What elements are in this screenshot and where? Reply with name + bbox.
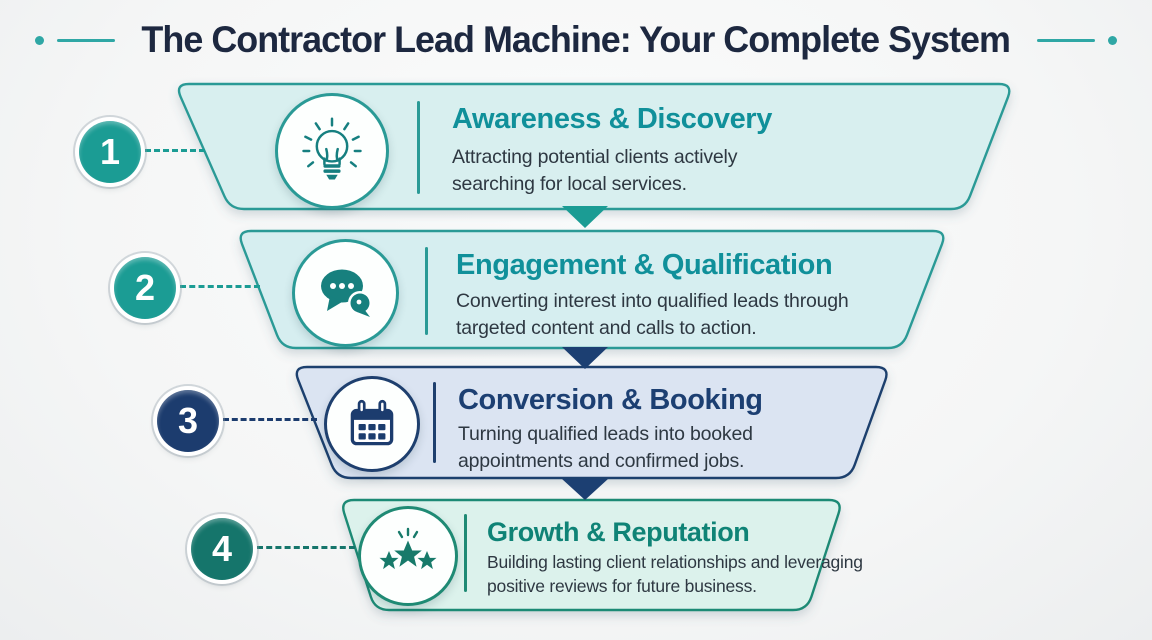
stage-4-divider bbox=[464, 514, 467, 592]
title-left-dot bbox=[35, 35, 45, 45]
stage-4-description: Building lasting client relationships an… bbox=[487, 552, 863, 596]
stage-2-description: Converting interest into qualified leads… bbox=[456, 290, 849, 339]
page-title: The Contractor Lead Machine: Your Comple… bbox=[141, 19, 1011, 60]
stage-1-icon-circle bbox=[275, 93, 389, 209]
chat-bubbles-icon bbox=[320, 269, 372, 317]
stage-3-title: Conversion & Booking bbox=[458, 384, 763, 416]
stage-3-divider bbox=[433, 382, 436, 463]
stage-2-number-badge: 2 bbox=[114, 257, 176, 319]
title-right-dot bbox=[1107, 35, 1117, 45]
stage-1-description: Attracting potential clients actively se… bbox=[452, 146, 738, 195]
stage-4-title: Growth & Reputation bbox=[487, 517, 750, 547]
stage-4-connector-line bbox=[257, 546, 355, 549]
stage-3-description: Turning qualified leads into booked appo… bbox=[458, 423, 753, 472]
stage-1-divider bbox=[417, 101, 420, 194]
stage-2-icon-circle bbox=[292, 239, 399, 347]
stage-2-title: Engagement & Qualification bbox=[456, 249, 833, 281]
funnel-arrow-2-icon bbox=[562, 347, 608, 369]
stage-3-connector-line bbox=[223, 418, 317, 421]
funnel-stage-shape-3 bbox=[295, 365, 888, 480]
funnel-arrow-1-icon bbox=[562, 206, 608, 228]
title-left-line bbox=[57, 38, 116, 42]
stage-4-number-badge: 4 bbox=[191, 518, 253, 580]
stage-3-icon-circle bbox=[324, 376, 420, 472]
funnel-stage-shape-2 bbox=[239, 229, 945, 350]
stars-icon bbox=[379, 527, 437, 570]
calendar-icon bbox=[350, 399, 394, 446]
funnel-stage-shape-1 bbox=[177, 82, 1011, 211]
stage-2-connector-line bbox=[180, 285, 260, 288]
funnel-arrow-3-icon bbox=[562, 479, 608, 500]
header: The Contractor Lead Machine: Your Comple… bbox=[0, 12, 1152, 68]
lightbulb-icon bbox=[302, 117, 362, 180]
title-right-line bbox=[1036, 38, 1095, 42]
funnel-stage-shape-4 bbox=[342, 498, 841, 612]
stage-1-connector-line bbox=[145, 149, 205, 152]
stage-3-number-badge: 3 bbox=[157, 390, 219, 452]
stage-2-divider bbox=[425, 247, 428, 335]
stage-1-number-badge: 1 bbox=[79, 121, 141, 183]
stage-1-title: Awareness & Discovery bbox=[452, 103, 772, 135]
stage-4-icon-circle bbox=[358, 506, 458, 606]
